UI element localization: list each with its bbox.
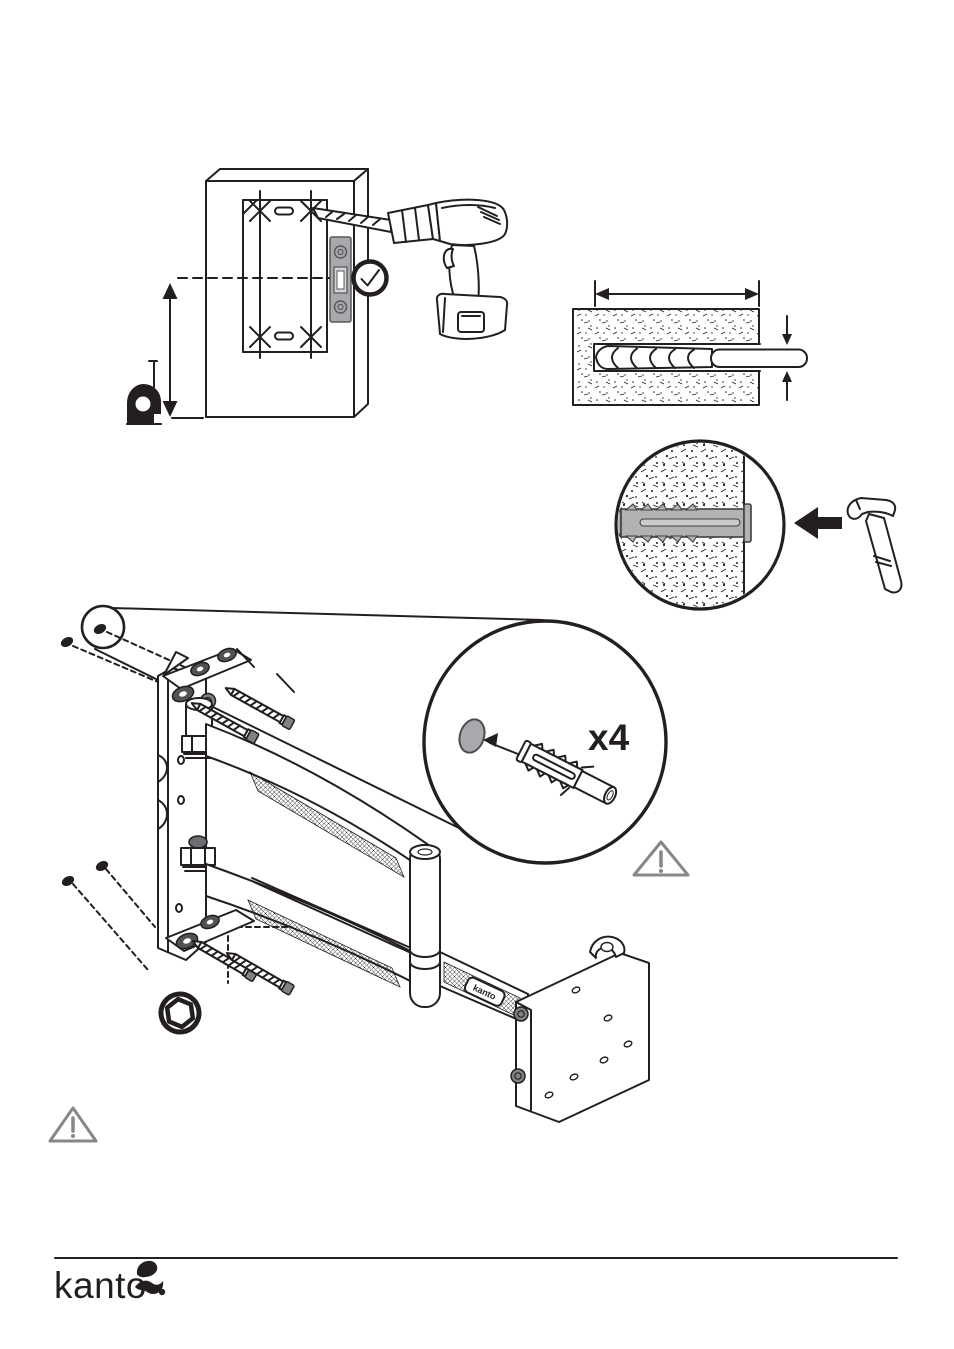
arm-brand-label: kanto xyxy=(463,976,506,1007)
tv-bracket-plate xyxy=(510,935,650,1123)
figure-anchor-insertion xyxy=(614,439,903,611)
anchor-hole-dot xyxy=(95,860,109,872)
hole-depth-arrow xyxy=(594,280,760,307)
kanto-leaf-logo-icon xyxy=(135,1260,166,1296)
elbow-pivot xyxy=(409,844,441,1008)
anchor-hole-dot xyxy=(61,875,75,887)
hole-diameter-arrows xyxy=(782,315,792,401)
bubble-level-icon xyxy=(329,236,352,323)
tape-measure-icon xyxy=(126,360,162,425)
drilling-template xyxy=(242,190,328,359)
check-circle-icon xyxy=(351,259,389,297)
height-arrow xyxy=(162,283,204,419)
drill-mark-x xyxy=(249,200,322,348)
wall-anchor-icon xyxy=(618,503,752,543)
figure-mount-installation: kanto xyxy=(48,604,690,1143)
warning-triangle-icon xyxy=(48,1106,98,1143)
figure-wall-marking xyxy=(126,168,509,425)
warning-triangle-icon xyxy=(632,840,690,877)
callout-line-top xyxy=(111,607,544,621)
anchor-detail-callout: x4 xyxy=(422,619,668,865)
wall-anchor-icon xyxy=(515,739,618,805)
wall-hole-oval xyxy=(458,718,486,754)
hammer-icon xyxy=(846,497,903,594)
footer: kanto xyxy=(54,1257,898,1306)
anchor-quantity-label: x4 xyxy=(588,717,630,758)
anchor-hole-dot xyxy=(60,636,74,648)
upper-arm xyxy=(205,723,431,878)
kanto-logo-text: kanto xyxy=(54,1265,147,1306)
anchor-hole-dot xyxy=(93,623,107,635)
cordless-drill-icon xyxy=(387,198,509,340)
lag-screws xyxy=(190,648,296,996)
drill-bit-in-hole xyxy=(595,345,808,370)
callout-line-bottom xyxy=(94,648,460,829)
hex-socket-icon xyxy=(158,991,202,1035)
washers xyxy=(171,647,237,950)
figure-drill-hole-depth xyxy=(572,280,808,406)
hammer-direction-arrow xyxy=(794,507,842,539)
